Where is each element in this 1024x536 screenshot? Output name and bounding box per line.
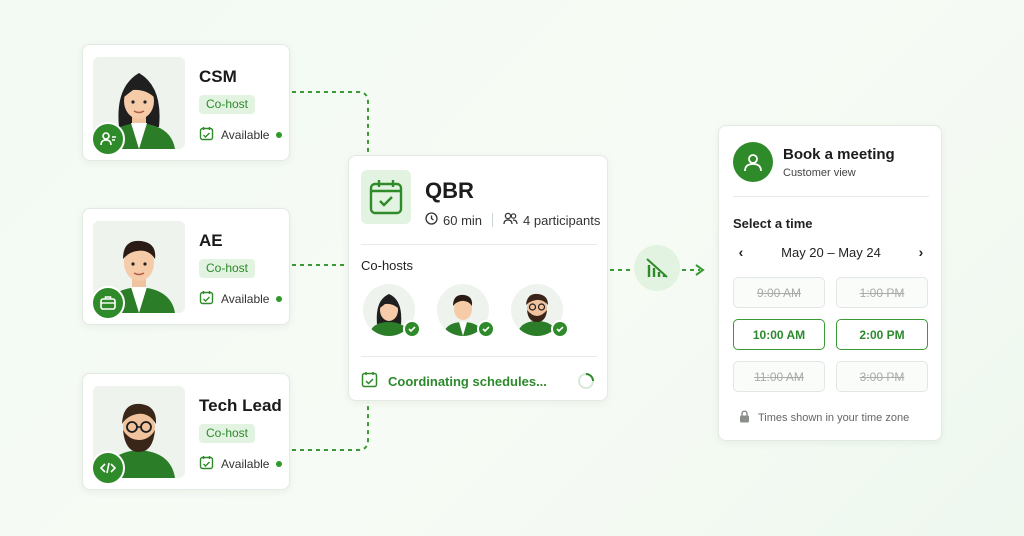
available-dot [276,296,283,302]
time-slot[interactable]: 10:00 AM [733,319,825,350]
availability-status: Available [199,126,283,144]
coordination-label: Coordinating schedules... [388,373,547,389]
available-dot [276,461,283,467]
availability-label: Available [221,128,270,142]
lock-icon [739,410,750,426]
availability-status: Available [199,290,283,308]
sync-chart-icon [634,245,680,291]
loading-spinner-icon [577,372,595,390]
cohosts-label: Co-hosts [361,258,414,273]
date-range: May 20 – May 24 [781,244,881,260]
cohost-avatar-tech-lead [511,284,569,338]
person-name: AE [199,231,223,250]
available-dot [276,132,283,138]
cohost-badge: Co-host [199,259,256,278]
timezone-label: Times shown in your time zone [758,412,910,424]
clock-icon [425,212,438,228]
availability-status: Available [199,455,283,473]
coordination-status: Coordinating schedules... [361,371,547,391]
select-time-label: Select a time [733,216,813,231]
time-slot: 11:00 AM [733,361,825,392]
meeting-participants: 4 participants [523,212,601,228]
timezone-note: Times shown in your time zone [739,410,909,426]
time-slot[interactable]: 2:00 PM [836,319,928,350]
time-slot: 9:00 AM [733,277,825,308]
chevron-left-icon[interactable]: ‹ [738,244,744,260]
cohost-avatar-csm [363,284,421,338]
user-badge-icon [91,122,125,156]
check-icon [403,320,421,338]
cohost-badge: Co-host [199,95,256,114]
avatar [93,221,185,313]
participants-icon [503,212,518,228]
calendar-check-icon [199,126,214,144]
check-icon [477,320,495,338]
person-card-tech-lead[interactable]: Tech Lead Co-host Available [82,373,290,490]
date-range-nav: ‹ May 20 – May 24 › [733,244,929,260]
person-card-ae[interactable]: AE Co-host Available [82,208,290,325]
person-name: CSM [199,67,237,86]
booking-title: Book a meeting [783,146,895,163]
calendar-check-icon [361,170,411,224]
meeting-duration: 60 min [443,212,483,228]
booking-subtitle: Customer view [783,167,856,179]
check-icon [551,320,569,338]
code-icon [91,451,125,485]
person-name: Tech Lead [199,396,282,415]
calendar-check-icon [361,371,378,391]
calendar-check-icon [199,455,214,473]
briefcase-icon [91,286,125,320]
divider [361,356,597,357]
cohost-badge: Co-host [199,424,256,443]
booking-card[interactable]: Book a meeting Customer view Select a ti… [718,125,942,441]
cohost-avatar-ae [437,284,495,338]
divider [361,244,597,245]
chevron-right-icon[interactable]: › [918,244,924,260]
meeting-card[interactable]: QBR 60 min 4 participants Co-hosts Coord… [348,155,608,401]
calendar-check-icon [199,290,214,308]
meeting-title: QBR [425,178,474,203]
divider [733,196,929,197]
availability-label: Available [221,457,270,471]
time-slot: 3:00 PM [836,361,928,392]
meeting-meta: 60 min 4 participants [425,212,600,228]
person-card-csm[interactable]: CSM Co-host Available [82,44,290,161]
user-icon [733,142,773,182]
time-slot: 1:00 PM [836,277,928,308]
availability-label: Available [221,292,270,306]
